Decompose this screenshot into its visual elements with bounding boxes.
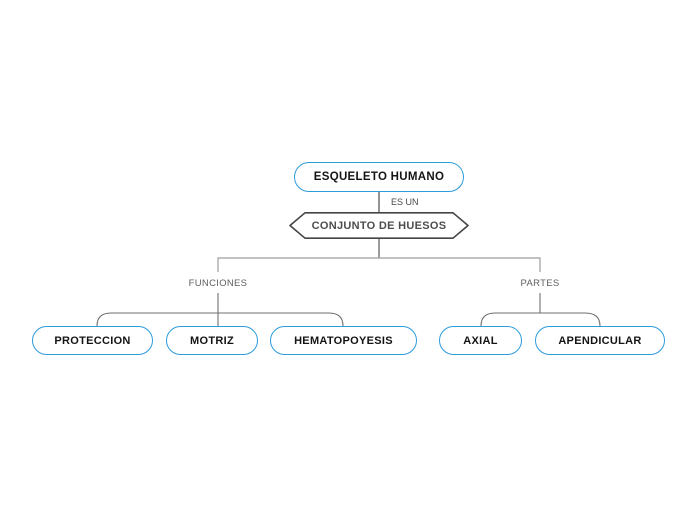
- definition-node-conjunto-de-huesos[interactable]: CONJUNTO DE HUESOS: [311, 219, 447, 232]
- node-proteccion[interactable]: PROTECCION: [32, 326, 153, 355]
- node-hematopoyesis[interactable]: HEMATOPOYESIS: [270, 326, 417, 355]
- edge-label-es-un[interactable]: ES UN: [391, 197, 419, 207]
- node-motriz[interactable]: MOTRIZ: [166, 326, 258, 355]
- branch-label-funciones[interactable]: FUNCIONES: [188, 278, 248, 289]
- funciones-bracket: [96, 312, 344, 327]
- root-node-esqueleto-humano[interactable]: ESQUELETO HUMANO: [294, 162, 464, 192]
- node-apendicular[interactable]: APENDICULAR: [535, 326, 665, 355]
- branch-tee-bar: [217, 257, 541, 272]
- definition-hexagon-shape: [289, 212, 469, 239]
- branch-label-partes[interactable]: PARTES: [520, 278, 560, 289]
- partes-bracket: [480, 312, 601, 327]
- node-axial[interactable]: AXIAL: [439, 326, 522, 355]
